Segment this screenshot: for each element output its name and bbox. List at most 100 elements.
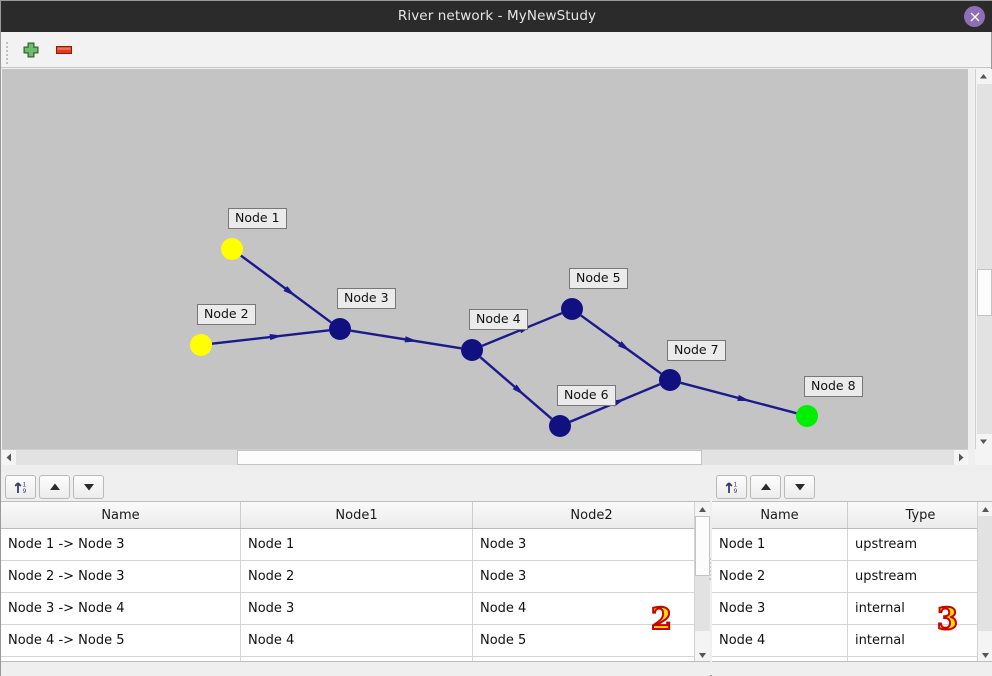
scroll-left-icon[interactable]	[2, 450, 16, 465]
table-cell[interactable]: Node 4	[240, 624, 473, 657]
diagram-horizontal-scrollbar[interactable]	[2, 449, 968, 465]
graph-node[interactable]	[221, 238, 243, 260]
table-cell[interactable]: Node 4	[712, 624, 848, 657]
move-up-button[interactable]	[39, 475, 70, 499]
table-cell[interactable]: upstream	[847, 560, 992, 593]
edge-arrow-icon	[269, 333, 283, 341]
sort-ascending-icon[interactable]: 1 9	[5, 475, 36, 499]
scroll-up-icon[interactable]	[976, 69, 991, 84]
scrollbar-corner	[975, 449, 992, 465]
table-row-empty	[1, 656, 710, 661]
annotation-marker-2: 2	[650, 601, 673, 638]
table-cell[interactable]: internal	[847, 624, 992, 657]
node-label[interactable]: Node 1	[228, 208, 287, 229]
node-label[interactable]: Node 3	[337, 288, 396, 309]
move-down-button[interactable]	[784, 475, 815, 499]
table-cell[interactable]: Node 5	[472, 624, 710, 657]
node-label[interactable]: Node 2	[197, 304, 256, 325]
table-cell[interactable]: Node 1	[712, 528, 848, 561]
nodes-vertical-scrollbar[interactable]	[977, 502, 992, 661]
edge-arrow-icon	[617, 341, 631, 352]
delete-node-icon[interactable]	[53, 39, 75, 61]
diagram-vscroll-thumb[interactable]	[977, 269, 992, 316]
scroll-down-icon[interactable]	[976, 434, 991, 449]
table-cell	[1, 656, 241, 661]
sort-ascending-icon[interactable]: 1 9	[716, 475, 747, 499]
diagram-vertical-scrollbar[interactable]	[975, 69, 992, 449]
table-cell[interactable]: Node 4	[472, 592, 710, 625]
toolbar-grip	[5, 40, 10, 64]
table-cell[interactable]: upstream	[847, 528, 992, 561]
table-row-empty	[712, 656, 992, 661]
column-header-name[interactable]: Name	[712, 502, 848, 529]
table-cell[interactable]: Node 2	[712, 560, 848, 593]
vertical-splitter[interactable]	[708, 556, 713, 580]
table-cell[interactable]: Node 4 -> Node 5	[1, 624, 241, 657]
scroll-right-icon[interactable]	[954, 450, 968, 465]
close-icon[interactable]	[964, 6, 985, 27]
table-cell[interactable]: Node 3	[712, 592, 848, 625]
edge-arrow-icon	[512, 384, 525, 396]
diagram-hscroll-thumb[interactable]	[237, 450, 702, 465]
table-cell[interactable]: internal	[847, 592, 992, 625]
column-header-node2[interactable]: Node2	[472, 502, 710, 529]
reaches-vertical-scrollbar[interactable]	[694, 502, 710, 661]
node-label[interactable]: Node 8	[804, 376, 863, 397]
table-cell[interactable]: Node 2 -> Node 3	[1, 560, 241, 593]
edge-arrow-icon	[283, 285, 296, 297]
svg-text:9: 9	[733, 488, 737, 495]
move-up-button[interactable]	[750, 475, 781, 499]
edge-arrow-icon	[612, 398, 626, 407]
table-cell[interactable]: Node 1 -> Node 3	[1, 528, 241, 561]
table-cell[interactable]: Node 1	[240, 528, 473, 561]
table-cell[interactable]: Node 3	[472, 528, 710, 561]
reaches-panel-footer	[1, 662, 710, 676]
window-title: River network - MyNewStudy	[397, 8, 597, 24]
reaches-scroll-up-icon[interactable]	[695, 502, 710, 516]
graph-node[interactable]	[659, 369, 681, 391]
reaches-vscroll-thumb[interactable]	[695, 516, 710, 576]
table-cell[interactable]: Node 3	[472, 560, 710, 593]
node-label[interactable]: Node 6	[557, 385, 616, 406]
graph-node[interactable]	[461, 339, 483, 361]
graph-node[interactable]	[796, 405, 818, 427]
graph-node[interactable]	[190, 334, 212, 356]
add-node-icon[interactable]	[20, 39, 42, 61]
title-bar: River network - MyNewStudy	[1, 1, 992, 32]
column-header-node1[interactable]: Node1	[240, 502, 473, 529]
reaches-scroll-down-icon[interactable]	[695, 647, 710, 661]
nodes-scroll-up-icon[interactable]	[978, 502, 992, 516]
node-label[interactable]: Node 4	[469, 309, 528, 330]
splitter-grip	[485, 468, 513, 502]
node-label[interactable]: Node 5	[569, 268, 628, 289]
nodes-toolbar: 1 9	[712, 472, 992, 501]
graph-node[interactable]	[549, 415, 571, 437]
svg-text:1: 1	[22, 482, 26, 489]
column-header-name[interactable]: Name	[1, 502, 241, 529]
table-cell[interactable]: Node 2	[240, 560, 473, 593]
column-header-type[interactable]: Type	[847, 502, 992, 529]
network-diagram-canvas[interactable]: Node 1 Node 2 Node 3 Node 4 Node 5 Node 6 Node…	[2, 69, 968, 449]
graph-node[interactable]	[561, 298, 583, 320]
graph-node[interactable]	[329, 318, 351, 340]
node-label[interactable]: Node 7	[667, 340, 726, 361]
move-down-button[interactable]	[73, 475, 104, 499]
table-cell	[847, 656, 992, 661]
diagram-panel: Node 1 Node 2 Node 3 Node 4 Node 5 Node 6 Node…	[2, 69, 992, 465]
table-cell[interactable]: Node 3	[240, 592, 473, 625]
nodes-scroll-down-icon[interactable]	[978, 647, 992, 661]
table-cell[interactable]: Node 3 -> Node 4	[1, 592, 241, 625]
